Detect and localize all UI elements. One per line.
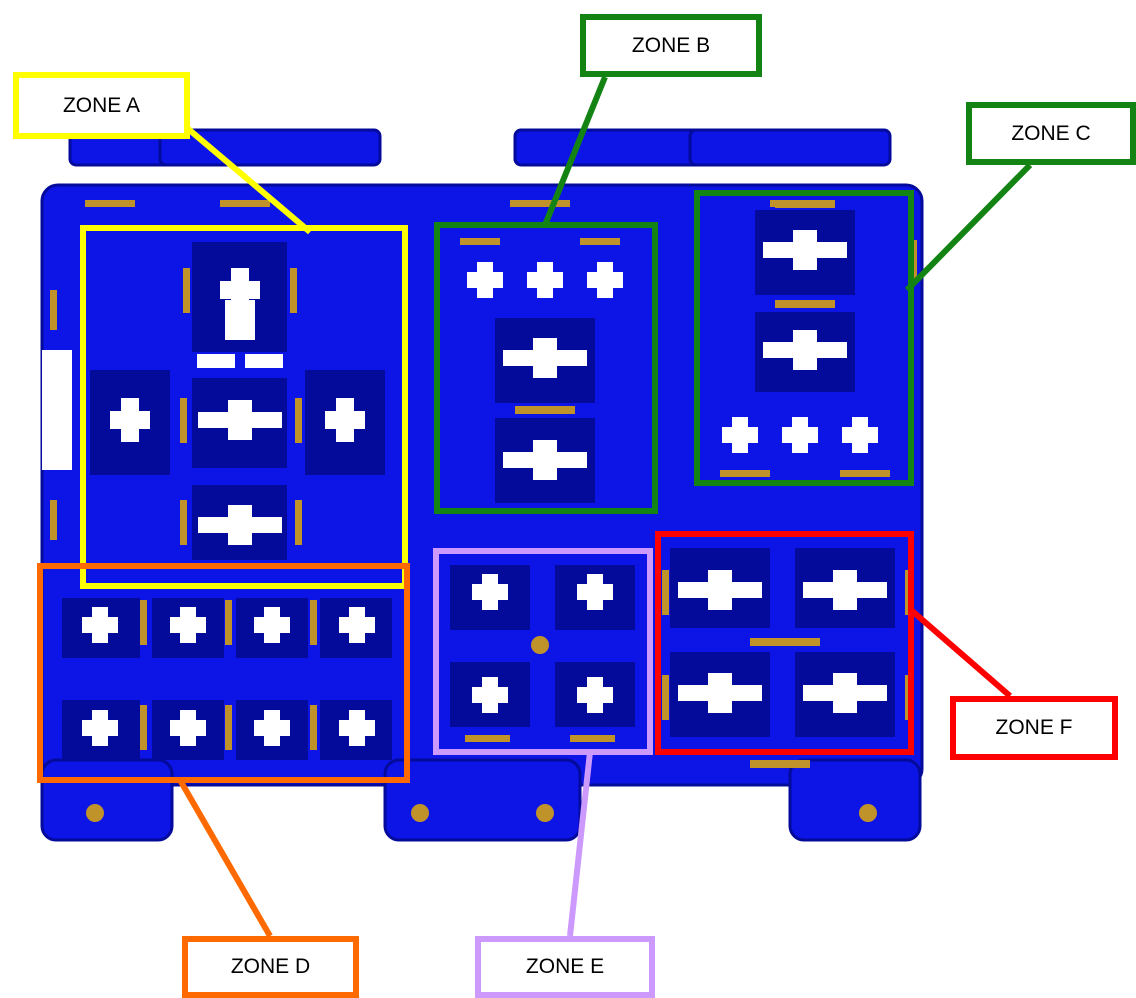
zone-c-label: ZONE C	[966, 102, 1136, 165]
zone-d-label: ZONE D	[182, 936, 359, 998]
zone-b-leader	[542, 75, 608, 227]
zone-e-leader	[567, 751, 593, 937]
zone-b-cavities	[460, 238, 623, 503]
zone-d-leader	[177, 778, 273, 938]
zone-e-cavities	[450, 565, 635, 742]
zone-f-leader	[909, 607, 1012, 699]
zone-e-outline	[433, 548, 653, 755]
zone-b-label: ZONE B	[580, 14, 762, 77]
zone-c-leader	[904, 162, 1033, 293]
zone-e-label: ZONE E	[475, 936, 655, 998]
zone-c-outline	[694, 190, 914, 486]
zone-f-cavities	[662, 548, 912, 737]
zone-a-leader	[178, 119, 312, 235]
zone-d-cavities	[62, 598, 392, 760]
zone-f-outline	[655, 531, 914, 755]
zone-d-outline	[37, 563, 410, 783]
zone-a-outline	[80, 225, 408, 589]
zone-a-label: ZONE A	[13, 72, 190, 139]
zone-a-cavities	[90, 242, 385, 560]
zone-f-label: ZONE F	[950, 696, 1118, 760]
zone-c-cavities	[720, 200, 890, 477]
